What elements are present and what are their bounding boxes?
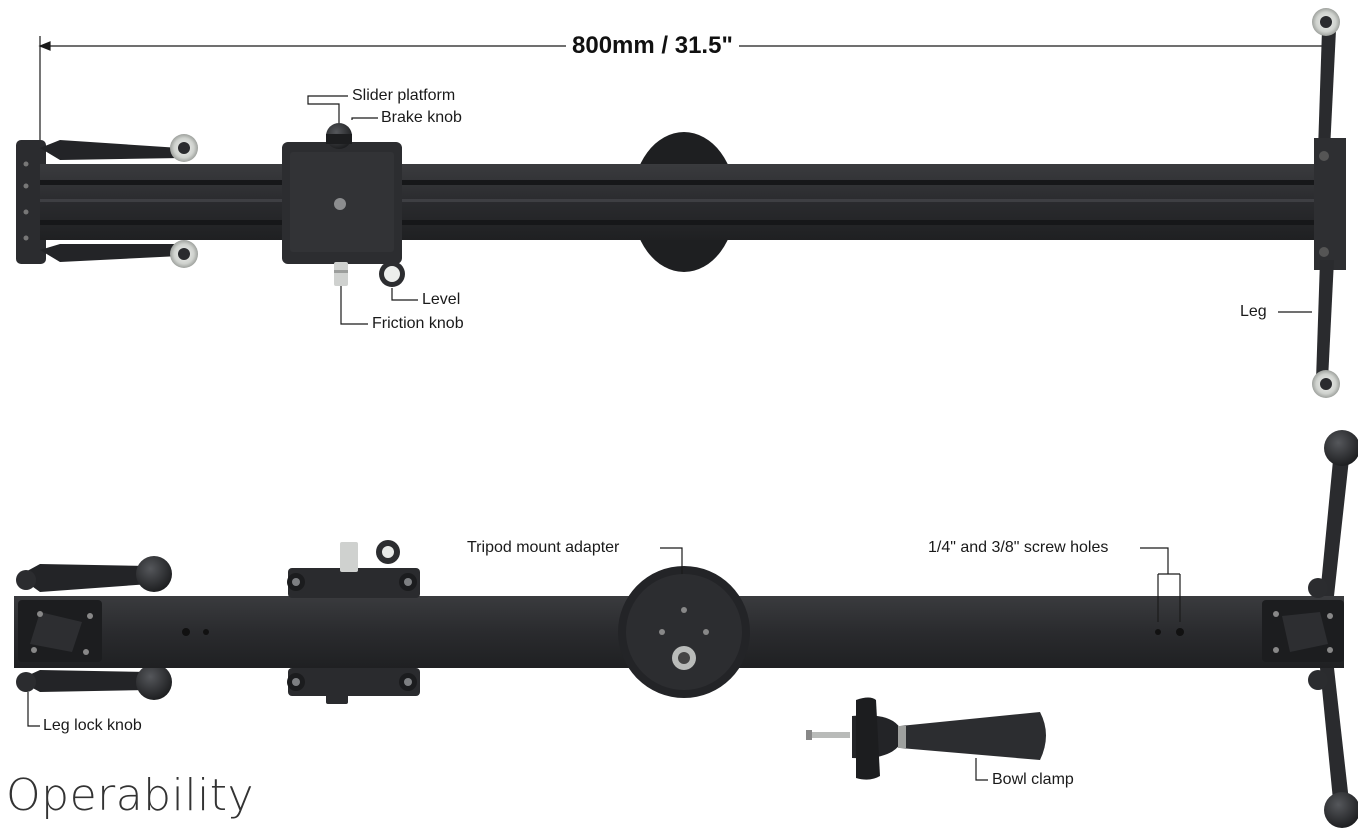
screw-hole-icon [1155,629,1161,635]
left-leg-upper-bottom [18,564,150,592]
right-leg-bottom [1308,430,1358,828]
left-leg-lower-bottom [18,670,150,692]
bottom-view [14,430,1358,828]
label-tripod-mount-adapter: Tripod mount adapter [467,539,620,556]
label-brake-knob: Brake knob [381,109,462,126]
label-friction-knob: Friction knob [372,315,464,332]
label-level: Level [422,291,461,308]
bowl-clamp [806,697,1046,780]
section-title: Operability [6,770,255,821]
leader-lines-bottom [27,547,1181,781]
dimension-label: 800mm / 31.5" [566,32,739,60]
leader-lines-top [307,95,1312,325]
right-leg [1312,8,1346,398]
friction-knob-icon [334,262,348,286]
screw-hole-icon [1176,628,1184,636]
left-leg-upper [40,140,182,160]
label-slider-platform: Slider platform [352,87,456,104]
label-leg-lock-knob: Leg lock knob [43,717,142,734]
label-leg: Leg [1240,303,1267,320]
left-leg-lower [40,244,182,262]
label-bowl-clamp: Bowl clamp [992,771,1074,788]
leg-lock-knob-icon [16,570,36,590]
label-screw-holes: 1/4" and 3/8" screw holes [928,539,1109,556]
top-view [16,8,1346,398]
left-end-plate [16,140,46,264]
